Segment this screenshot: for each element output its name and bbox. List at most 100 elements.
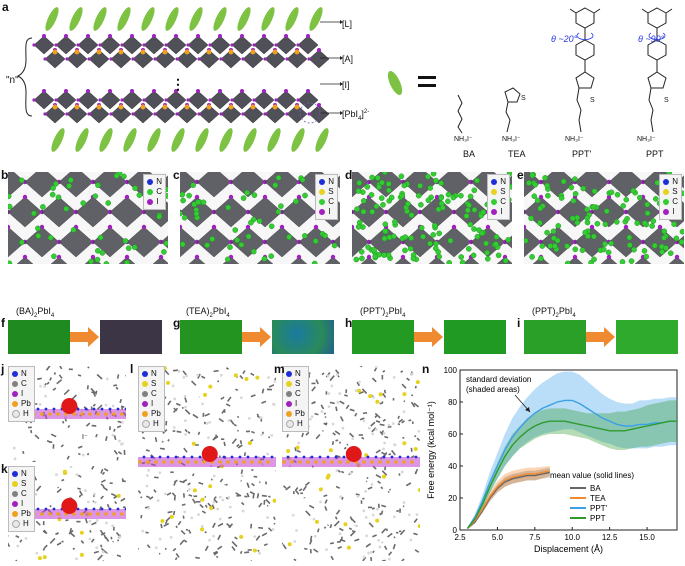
carbon-atom <box>631 188 636 193</box>
layer-top-octahedron <box>56 36 76 54</box>
ligand-bond <box>375 415 377 418</box>
carbon-atom <box>225 257 230 262</box>
layer-top-cation <box>229 50 234 55</box>
ligand-bond <box>154 490 156 493</box>
carbon-atom <box>503 258 508 263</box>
ligand-bond <box>104 535 105 539</box>
carbon-atom <box>580 248 585 253</box>
ligand-bond <box>282 542 283 543</box>
ligand-bond <box>383 419 385 421</box>
ligand-bond <box>55 372 56 374</box>
lead-atom <box>154 460 158 464</box>
ligand-bond <box>92 539 94 542</box>
hydrogen-atom <box>253 535 256 538</box>
carbon-atom <box>235 238 240 243</box>
carbon-atom <box>8 204 12 209</box>
hydrogen-atom <box>336 401 339 404</box>
ligand-bond <box>189 530 191 534</box>
legend-dot <box>286 401 292 407</box>
hydrogen-atom <box>332 423 335 426</box>
ligand-bond <box>78 375 81 376</box>
layer-top-iodide <box>64 34 68 38</box>
carbon-atom <box>361 198 366 203</box>
legend-dot <box>12 520 20 528</box>
ligand-bond <box>218 535 221 540</box>
carbon-atom <box>468 222 473 227</box>
nitrogen-atom <box>295 456 298 459</box>
hydrogen-atom <box>375 428 378 431</box>
ligand-bond <box>331 556 333 560</box>
legend-dot <box>142 381 148 387</box>
hydrogen-atom <box>270 434 273 437</box>
ligand-bond <box>403 506 404 507</box>
hydrogen-atom <box>184 433 187 436</box>
legend-dot <box>491 209 497 215</box>
ligand-bond <box>339 528 343 530</box>
iodide-ion <box>61 398 77 414</box>
ligand-bond <box>409 420 412 421</box>
hydrogen-atom <box>196 374 199 377</box>
legend-label: C <box>151 389 157 399</box>
carbon-atom <box>524 238 528 243</box>
lead-atom <box>242 460 246 464</box>
carbon-atom <box>485 250 490 255</box>
carbon-atom <box>373 254 378 259</box>
panel-label-e: e <box>517 168 524 182</box>
ligand-bond <box>328 525 329 526</box>
nitrogen-atom <box>175 456 178 459</box>
lead-atom <box>322 460 326 464</box>
hydrogen-atom <box>363 556 366 559</box>
ligand-bond <box>162 442 163 443</box>
carbon-atom <box>440 205 445 210</box>
carbon-atom <box>287 235 292 240</box>
carbon-atom <box>625 216 630 221</box>
ligand-bond <box>198 432 199 435</box>
ligand-bond <box>304 548 307 549</box>
ligand-bond <box>334 521 339 526</box>
sulfur-atom <box>201 498 205 502</box>
layer-top-iodide <box>284 34 288 38</box>
ligand-leaf-top <box>307 6 325 33</box>
ligand-bond <box>269 528 272 531</box>
ligand-bond <box>362 437 364 439</box>
ligand-bond <box>168 439 169 441</box>
legend-item-Pb: Pb <box>12 399 31 409</box>
carbon-atom <box>432 223 437 228</box>
legend-dot <box>663 189 669 195</box>
layer-top-iodide <box>252 43 255 46</box>
carbon-atom <box>379 196 384 201</box>
ligand-bond <box>330 543 334 544</box>
ligand-bond <box>316 380 318 384</box>
carbon-atom <box>584 207 589 212</box>
carbon-atom <box>620 259 625 264</box>
lead-atom <box>202 460 206 464</box>
ligand-bond <box>182 504 185 505</box>
sulfur-atom <box>347 546 351 550</box>
ligand-bond <box>57 489 61 493</box>
carbon-atom <box>182 215 187 220</box>
panel-label-d: d <box>345 168 352 182</box>
carbon-atom <box>624 197 629 202</box>
layer-top-iodide <box>240 34 244 38</box>
ligand-bond <box>267 505 268 506</box>
ppt-methyl <box>666 9 672 13</box>
layer-brace <box>18 38 32 116</box>
carbon-atom <box>269 224 274 229</box>
legend-item-C: C <box>12 379 31 389</box>
ligand-bond <box>120 399 121 403</box>
hydrogen-atom <box>112 434 115 437</box>
ligand-bond <box>312 387 316 391</box>
carbon-atom <box>374 204 379 209</box>
layer-bottom-iodide <box>64 89 68 93</box>
legend-label: S <box>328 187 333 197</box>
carbon-atom <box>226 205 231 210</box>
hydrogen-atom <box>155 546 158 549</box>
layer-bottom-iodide <box>175 112 178 115</box>
carbon-atom <box>650 223 655 228</box>
carbon-atom <box>506 237 511 242</box>
legend-label: N <box>328 177 334 187</box>
pptp-xylyl-ring <box>576 8 594 28</box>
hydrogen-atom <box>409 539 412 542</box>
